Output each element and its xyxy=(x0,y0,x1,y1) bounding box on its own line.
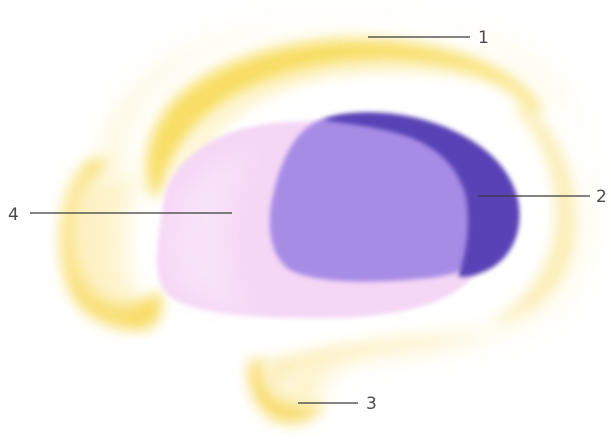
yellow-bottom-tail xyxy=(249,335,480,423)
yellow-left-lobe xyxy=(62,160,162,330)
callout-label-3: 3 xyxy=(366,394,377,414)
callout-label-1: 1 xyxy=(478,28,489,48)
callout-label-4: 4 xyxy=(8,205,19,225)
callout-label-2: 2 xyxy=(596,187,607,207)
